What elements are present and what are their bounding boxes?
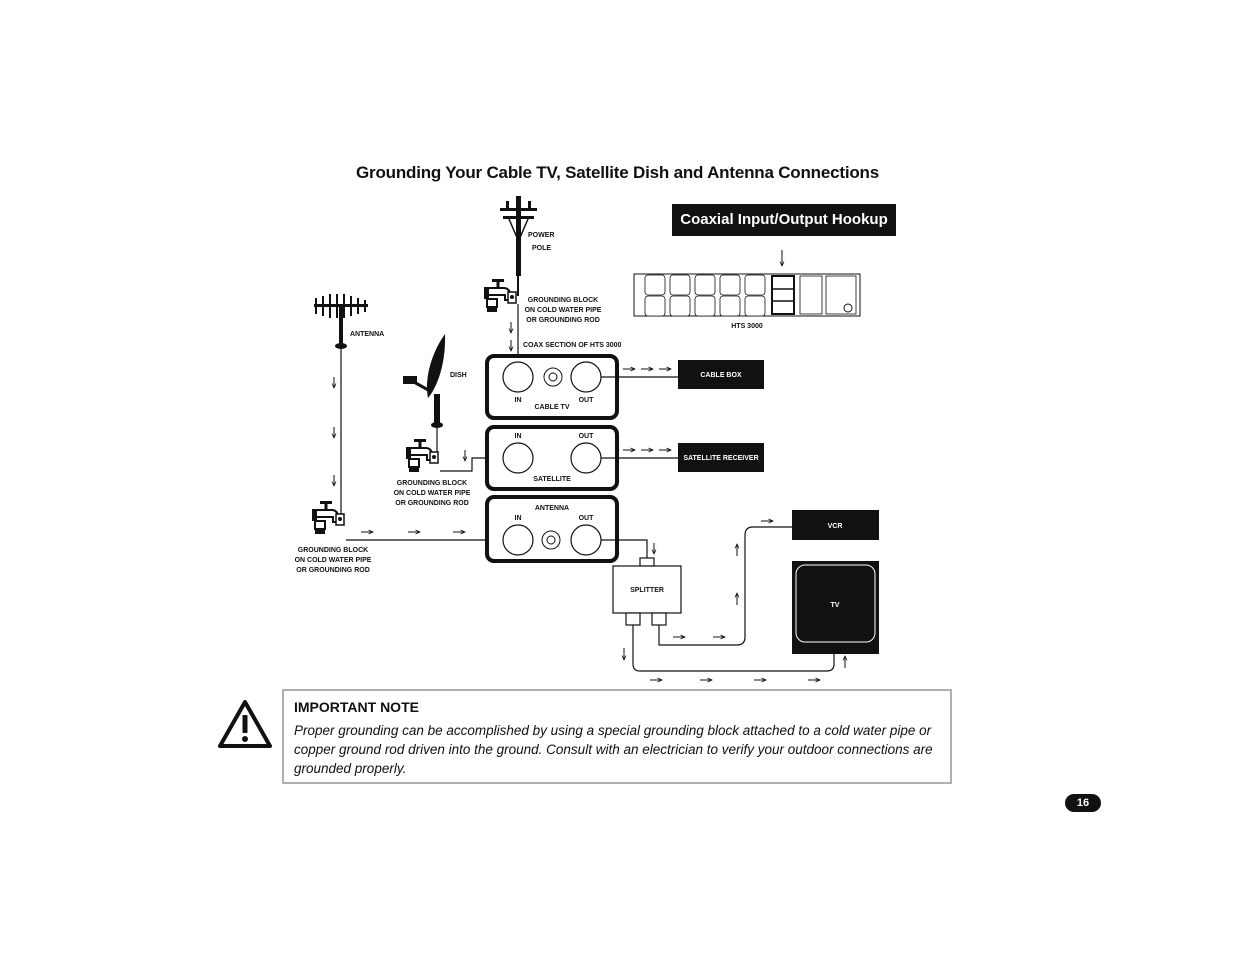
- tv: [792, 561, 879, 654]
- antenna-icon: [314, 294, 368, 515]
- coax-section-label: COAX SECTION OF HTS 3000: [523, 342, 622, 349]
- satellite-label: SATELLITE: [533, 476, 571, 483]
- antenna-out-label: OUT: [579, 515, 595, 522]
- antenna-label: ANTENNA: [350, 331, 384, 338]
- grounding-block-label-1: GROUNDING BLOCK: [298, 547, 368, 554]
- satellite-in-label: IN: [515, 433, 522, 440]
- satellite-receiver: [678, 443, 764, 472]
- faucet-icon: [483, 278, 517, 313]
- grounding-block-label-2: ON COLD WATER PIPE: [295, 557, 372, 564]
- dish-label: DISH: [450, 372, 467, 379]
- note-title: IMPORTANT NOTE: [294, 699, 419, 715]
- cable-box: [678, 360, 764, 389]
- grounding-block-label-3: OR GROUNDING ROD: [526, 317, 600, 324]
- satellite-receiver-label: SATELLITE RECEIVER: [683, 455, 758, 462]
- cable-tv-panel: [485, 354, 619, 420]
- cable-tv-in-label: IN: [515, 397, 522, 404]
- grounding-block-label-1: GROUNDING BLOCK: [397, 480, 467, 487]
- cable-tv-out-label: OUT: [579, 397, 595, 404]
- tv-label: TV: [831, 602, 840, 609]
- faucet-icon: [405, 438, 439, 473]
- warning-triangle-icon: [218, 700, 272, 748]
- power-pole-label-2: POLE: [532, 245, 551, 252]
- grounding-block-label-2: ON COLD WATER PIPE: [394, 490, 471, 497]
- vcr: [792, 510, 879, 540]
- antenna-panel: [485, 495, 619, 563]
- hts-3000-unit: [633, 273, 861, 317]
- page-number: 16: [1065, 794, 1101, 812]
- cable-tv-label: CABLE TV: [535, 404, 570, 411]
- splitter-label: SPLITTER: [630, 587, 664, 594]
- faucet-icon: [311, 500, 345, 535]
- note-body: Proper grounding can be accomplished by …: [294, 723, 933, 776]
- antenna-panel-label: ANTENNA: [535, 505, 569, 512]
- hts-label: HTS 3000: [731, 323, 763, 330]
- section-label: Coaxial Input/Output Hookup: [672, 204, 896, 236]
- splitter: [612, 565, 682, 614]
- satellite-out-label: OUT: [579, 433, 595, 440]
- vcr-label: VCR: [828, 523, 843, 530]
- grounding-block-label-3: OR GROUNDING ROD: [296, 567, 370, 574]
- power-pole: [500, 196, 537, 296]
- antenna-in-label: IN: [515, 515, 522, 522]
- grounding-block-label-2: ON COLD WATER PIPE: [525, 307, 602, 314]
- power-pole-label-1: POWER: [528, 232, 554, 239]
- grounding-block-label-3: OR GROUNDING ROD: [395, 500, 469, 507]
- grounding-block-label-1: GROUNDING BLOCK: [528, 297, 598, 304]
- satellite-dish-icon: [403, 334, 446, 452]
- cable-box-label: CABLE BOX: [700, 372, 742, 379]
- page-title: Grounding Your Cable TV, Satellite Dish …: [356, 163, 879, 182]
- important-note: IMPORTANT NOTE Proper grounding can be a…: [282, 689, 952, 784]
